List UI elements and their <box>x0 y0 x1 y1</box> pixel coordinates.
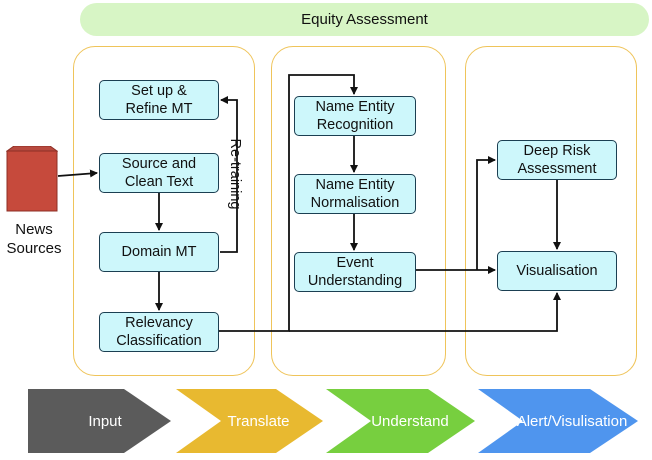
banner-title: Equity Assessment <box>301 11 428 28</box>
understand-chevron <box>326 389 475 453</box>
alert-chevron-label: Alert/Visulisation <box>516 412 628 430</box>
news-to-source-arrow <box>57 169 98 178</box>
translate-chevron-label: Translate <box>227 412 290 430</box>
news-sources-icon <box>6 146 58 212</box>
news-sources-label: News Sources <box>6 221 62 257</box>
event-understanding-node: Event Understanding <box>294 252 416 292</box>
source-clean-text-node: Source and Clean Text <box>99 153 219 193</box>
relevancy-to-visualisation-arrow <box>289 292 561 332</box>
setup-refine-mt-node: Set up & Refine MT <box>99 80 219 120</box>
alert-stage-panel <box>465 46 637 376</box>
deep-risk-assessment-node: Deep Risk Assessment <box>497 140 617 180</box>
event-to-risk-arrow <box>476 156 496 270</box>
input-chevron-label: Input <box>88 412 122 430</box>
relevancy-classification-node: Relevancy Classification <box>99 312 219 352</box>
input-chevron <box>28 389 171 453</box>
relevancy-to-ner-arrow <box>219 74 358 332</box>
retraining-loop-arrow <box>220 96 238 253</box>
name-entity-normalisation-node: Name Entity Normalisation <box>294 174 416 214</box>
understand-chevron-label: Understand <box>371 412 449 430</box>
name-entity-recognition-node: Name Entity Recognition <box>294 96 416 136</box>
alert-chevron <box>478 389 638 453</box>
visualisation-node: Visualisation <box>497 251 617 291</box>
equity-assessment-banner: Equity Assessment <box>80 3 649 36</box>
translate-chevron <box>176 389 323 453</box>
domain-mt-node: Domain MT <box>99 232 219 272</box>
